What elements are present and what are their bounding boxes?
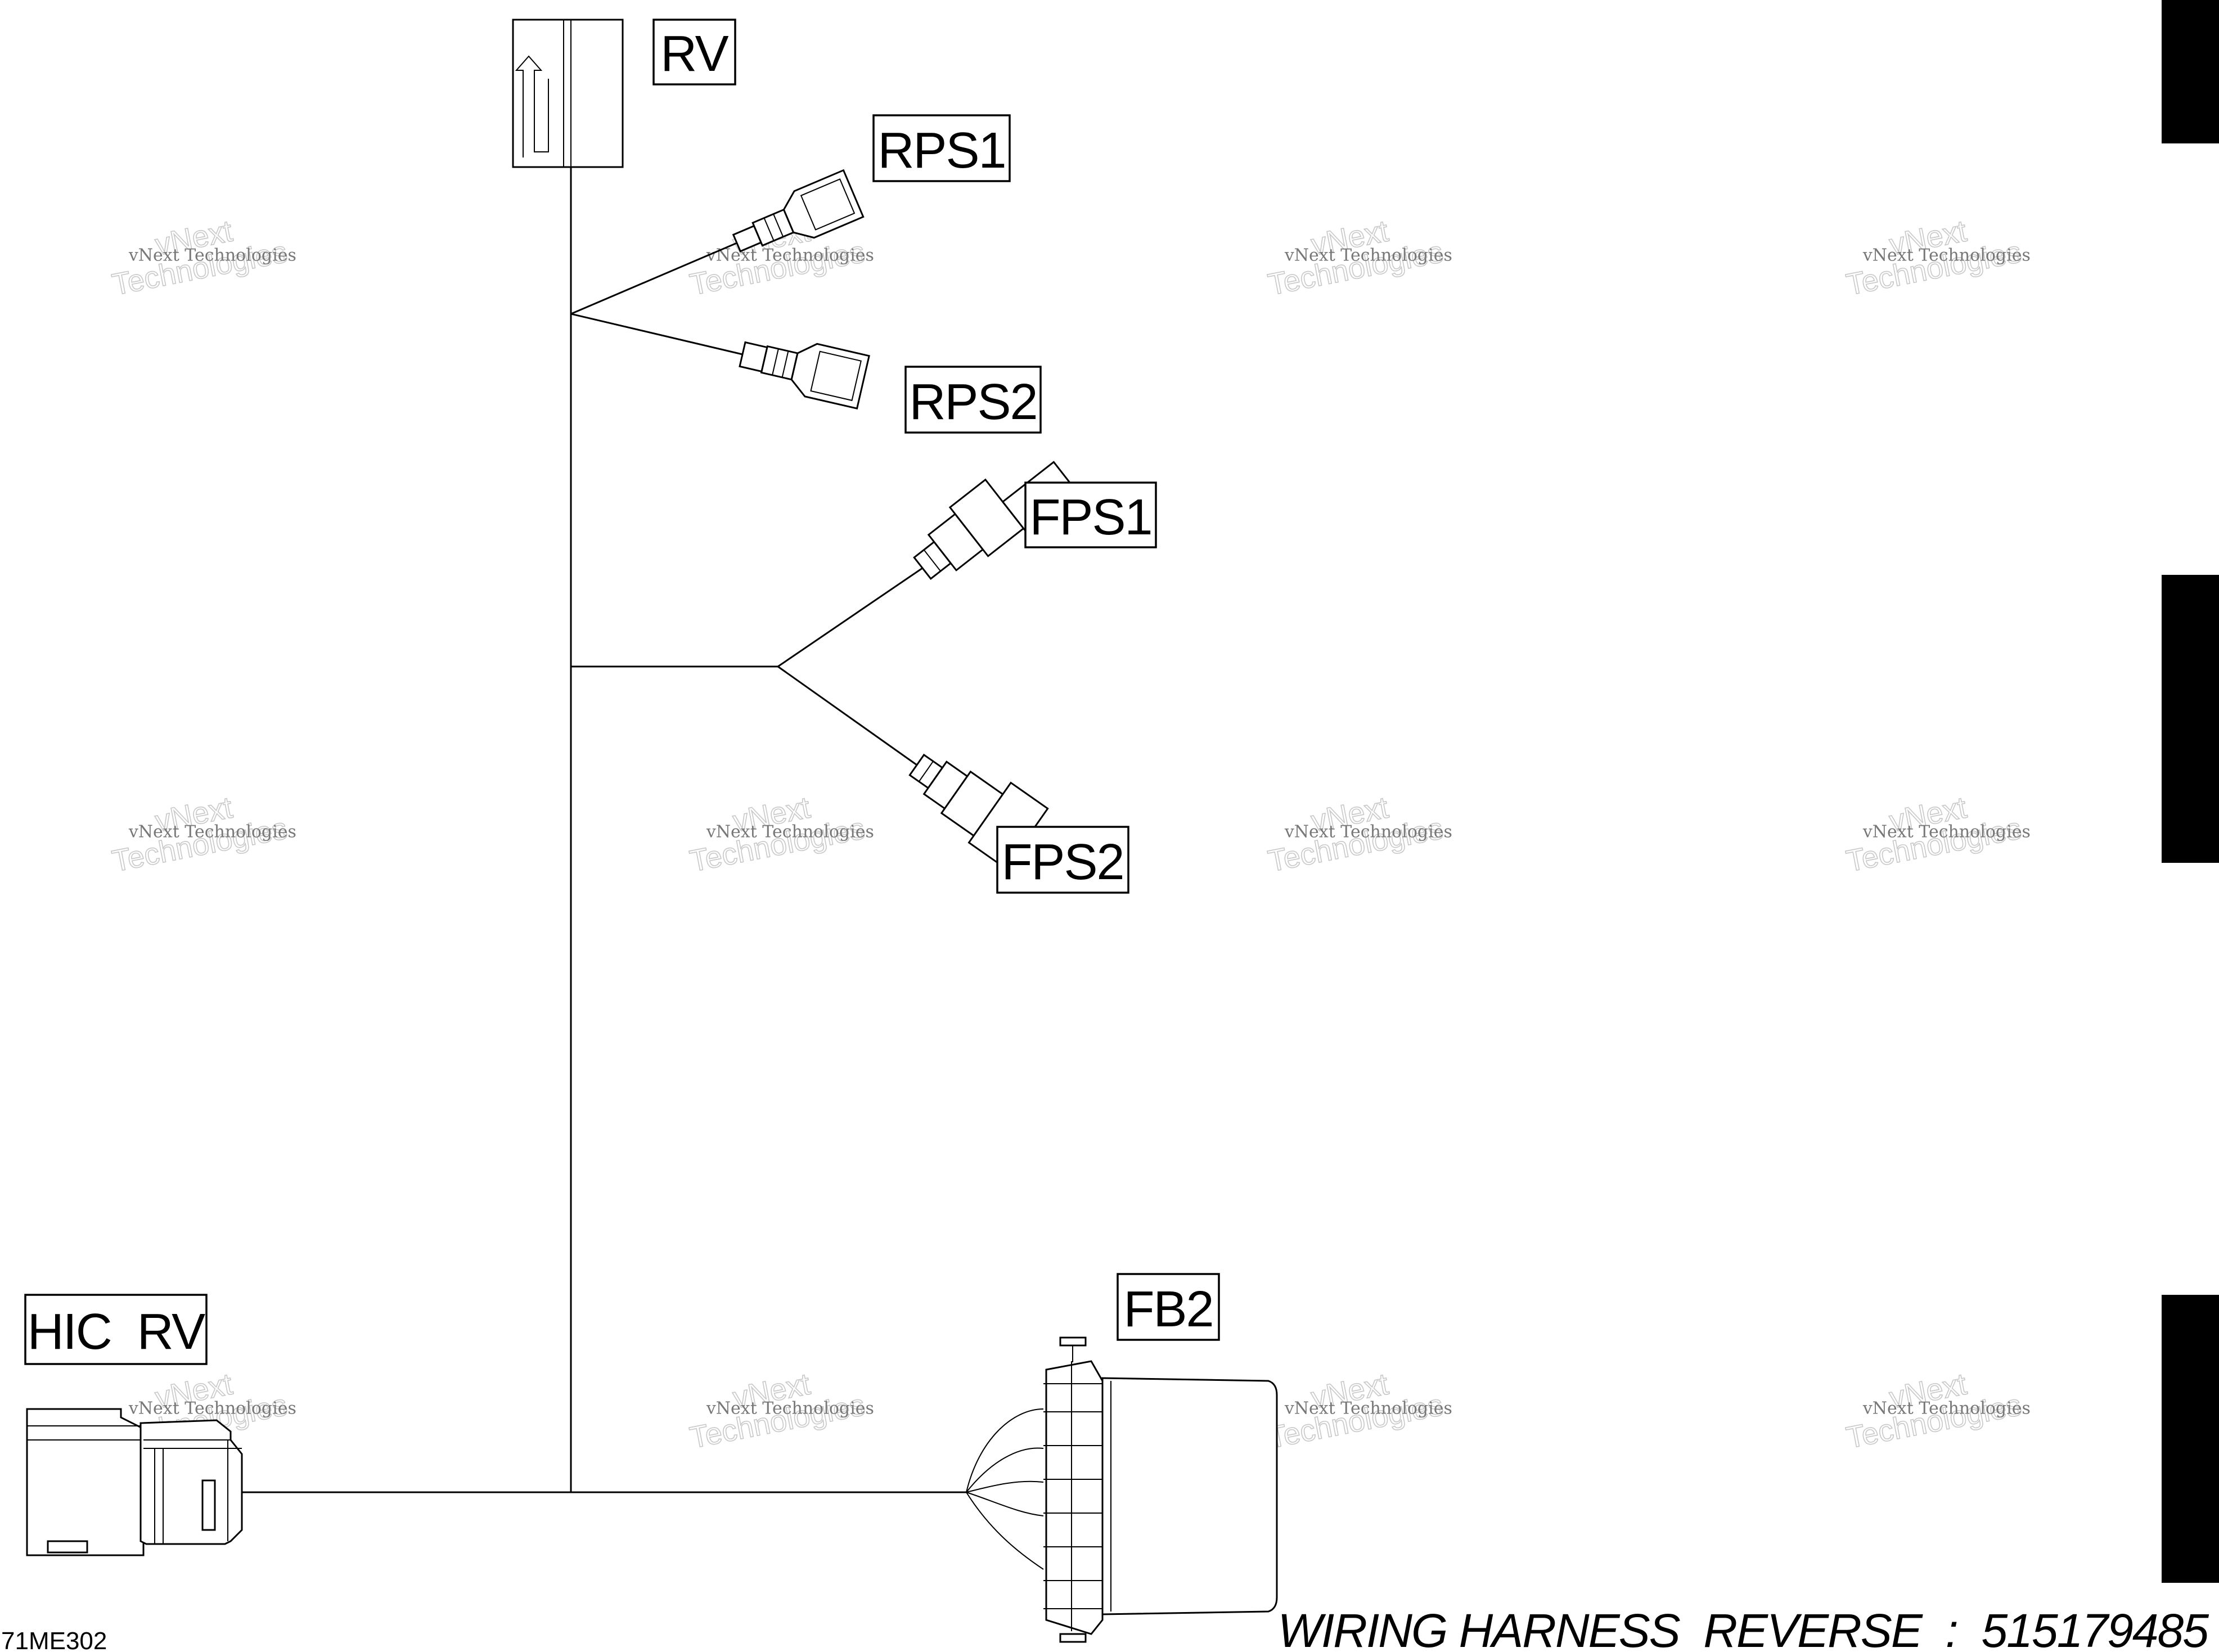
watermark-text: vNext Technologies xyxy=(1284,822,1452,842)
watermark-text: vNext Technologies xyxy=(706,246,874,265)
label-fps1: FPS1 xyxy=(1024,481,1157,548)
fps1-branch-wire xyxy=(777,567,923,668)
label-hic-rv-text: HIC RV xyxy=(28,1304,205,1360)
watermark-text: vNext Technologies xyxy=(1862,246,2031,265)
label-fps2-text: FPS2 xyxy=(1001,834,1123,890)
edge-tab-middle xyxy=(2162,575,2219,863)
edge-tab-bottom xyxy=(2162,1295,2219,1583)
rv-connector xyxy=(512,19,624,168)
drawing-title: WIRING HARNESS REVERSE : 515179485 xyxy=(1278,1604,2209,1652)
label-rv: RV xyxy=(652,19,736,85)
watermark-text: vNext Technologies xyxy=(1284,246,1452,265)
edge-tab-top xyxy=(2162,0,2219,143)
watermark-text: vNext Technologies xyxy=(128,1399,296,1419)
watermark-text: vNext Technologies xyxy=(706,822,874,842)
fps2-connector xyxy=(908,753,1049,870)
label-rv-text: RV xyxy=(660,26,728,82)
rps1-connector xyxy=(732,169,865,253)
hic-rv-connector xyxy=(26,1408,243,1556)
watermark-text: vNext Technologies xyxy=(128,822,296,842)
label-rps2-text: RPS2 xyxy=(909,374,1037,430)
rps2-connector xyxy=(739,341,870,410)
harness-wires xyxy=(242,166,966,1493)
watermark-text: vNext Technologies xyxy=(1862,1399,2031,1419)
rps2-branch-wire xyxy=(570,313,743,355)
fps2-branch-wire xyxy=(777,665,917,766)
label-fps1-text: FPS1 xyxy=(1029,489,1151,546)
label-rps2: RPS2 xyxy=(904,366,1042,434)
label-fps2: FPS2 xyxy=(996,826,1129,894)
fb2-connector xyxy=(966,1336,1278,1643)
rps1-branch-wire xyxy=(570,242,737,315)
watermark-text: vNext Technologies xyxy=(706,1399,874,1419)
drawing-code: 71ME302 xyxy=(1,1627,107,1652)
watermark-text: vNext Technologies xyxy=(128,246,296,265)
label-rps1-text: RPS1 xyxy=(877,123,1005,179)
label-hic-rv: HIC RV xyxy=(24,1294,208,1365)
watermark-text: vNext Technologies xyxy=(1862,822,2031,842)
watermark-text: vNext Technologies xyxy=(1284,1399,1452,1419)
label-rps1: RPS1 xyxy=(872,114,1011,182)
label-fb2: FB2 xyxy=(1117,1273,1220,1341)
label-fb2-text: FB2 xyxy=(1123,1281,1213,1338)
